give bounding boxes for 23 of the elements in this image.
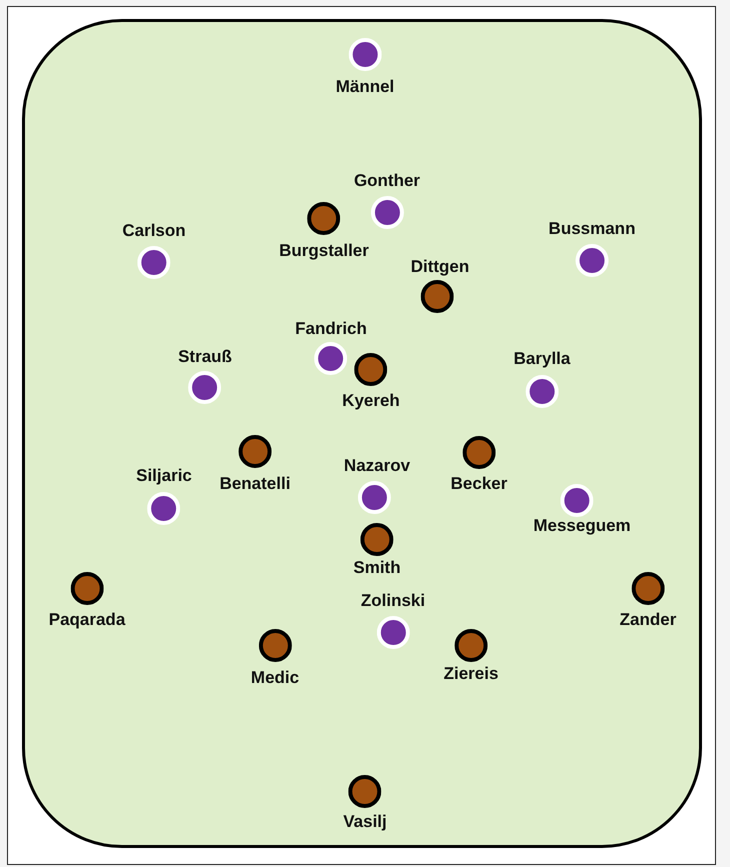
player-name: Siljaric	[136, 466, 192, 486]
player-name: Ziereis	[444, 664, 498, 684]
player-name: Männel	[336, 77, 394, 97]
player-name: Burgstaller	[279, 241, 369, 261]
pitch	[22, 19, 702, 848]
player-name: Gonther	[354, 171, 420, 191]
player-name: Becker	[450, 474, 508, 494]
player-name: Dittgen	[410, 257, 470, 277]
player-name: Zander	[620, 610, 676, 630]
player-name: Kyereh	[342, 391, 400, 411]
player-name: Strauß	[178, 347, 232, 367]
player-name: Vasilj	[343, 812, 387, 832]
player-name: Bussmann	[548, 219, 636, 239]
player-name: Benatelli	[220, 474, 290, 494]
player-name: Paqarada	[48, 610, 126, 630]
player-name: Carlson	[122, 221, 186, 241]
player-name: Barylla	[514, 349, 570, 369]
player-name: Smith	[353, 558, 401, 578]
player-name: Medic	[250, 668, 300, 688]
player-name: Zolinski	[360, 591, 426, 611]
player-name: Fandrich	[295, 319, 367, 339]
player-name: Messeguem	[533, 516, 631, 536]
player-name: Nazarov	[344, 456, 410, 476]
